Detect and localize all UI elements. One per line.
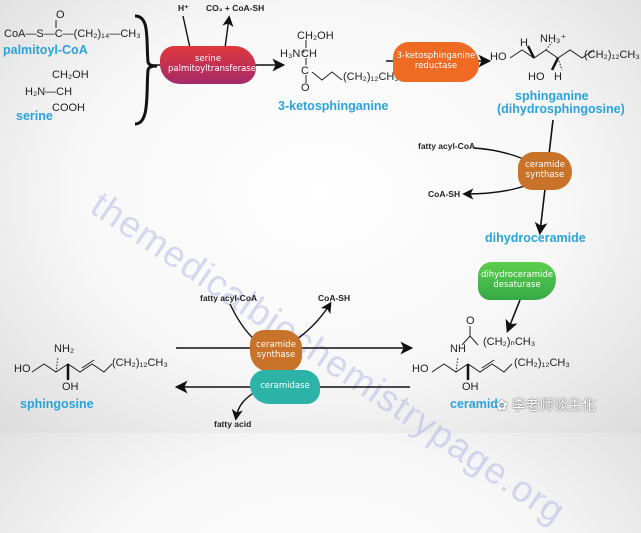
serine-h2n: H₂N—CH bbox=[25, 86, 73, 98]
ceramide-nh: NH bbox=[450, 343, 466, 355]
keto-c: C bbox=[301, 65, 309, 77]
keto-ch2oh: CH₂OH bbox=[297, 30, 334, 42]
step1-products: CO₂ + CoA-SH bbox=[206, 3, 265, 13]
dihydrosphingosine-label: (dihydrosphingosine) bbox=[497, 102, 625, 116]
sphinganine-ho: HO bbox=[490, 51, 507, 63]
arrow-step4 bbox=[505, 299, 521, 333]
sphingosine-oh: OH bbox=[62, 381, 79, 393]
sphinganine-oh: HO bbox=[528, 71, 545, 83]
ketosphinganine-reductase-enzyme: 3-ketosphinganine reductase bbox=[393, 42, 479, 82]
sphinganine-h: H bbox=[520, 37, 528, 49]
enzyme-label: ceramide synthase bbox=[525, 160, 565, 180]
brace bbox=[134, 14, 158, 126]
keto-o: O bbox=[301, 82, 310, 94]
ceramide-o: O bbox=[466, 315, 475, 327]
h-plus: H⁺ bbox=[178, 3, 189, 13]
dihydroceramide-desaturase-enzyme: dihydroceramide desaturase bbox=[478, 262, 556, 300]
step5-coa-sh: CoA-SH bbox=[318, 293, 351, 303]
enzyme-label: dihydroceramide desaturase bbox=[481, 270, 553, 290]
step5-fatty-acyl-coa: fatty acyl-CoA bbox=[200, 293, 258, 303]
serine-cooh: COOH bbox=[52, 102, 85, 114]
sphinganine-nh3: NH₃⁺ bbox=[540, 33, 567, 45]
step3-fatty-acyl-coa: fatty acyl-CoA bbox=[418, 141, 476, 151]
ceramide-label: ceramide bbox=[450, 397, 505, 411]
serine-ch2oh: CH₂OH bbox=[52, 69, 89, 81]
fatty-acid-product: fatty acid bbox=[214, 419, 252, 429]
keto-chain: (CH₂)₁₂CH₃ bbox=[343, 71, 399, 83]
sphinganine-h2: H bbox=[554, 71, 562, 83]
palmitoyl-coa-formula: CoA—S—C—(CH₂)₁₄—CH₃ bbox=[4, 28, 141, 40]
serine-label: serine bbox=[16, 109, 53, 123]
wechat-watermark-logo: ✿李老师谈生化 bbox=[496, 395, 596, 415]
ceramide-oh: OH bbox=[462, 381, 479, 393]
enzyme-label: serine palmitoyltransferase bbox=[168, 54, 256, 74]
serine-palmitoyltransferase-enzyme: serine palmitoyltransferase bbox=[160, 46, 256, 84]
palmitoyl-coa-label: palmitoyl-CoA bbox=[3, 43, 88, 57]
sphingosine-chain: (CH₂)₁₂CH₃ bbox=[112, 357, 168, 369]
wechat-icon: ✿ bbox=[496, 396, 508, 413]
ceramidase-enzyme: ceramidase bbox=[250, 370, 320, 404]
sphingosine-label: sphingosine bbox=[20, 397, 94, 411]
carbonyl-oxygen: O bbox=[56, 9, 65, 21]
ceramide-ho: HO bbox=[412, 363, 429, 375]
dihydroceramide-label: dihydroceramide bbox=[485, 231, 586, 245]
step3-coa-sh: CoA-SH bbox=[428, 189, 461, 199]
enzyme-label: ceramidase bbox=[260, 381, 310, 392]
sphinganine-chain: (CH₂)₁₂CH₃ bbox=[584, 49, 640, 61]
ceramide-chain: (CH₂)₁₂CH₃ bbox=[514, 357, 570, 369]
sphingosine-ho: HO bbox=[14, 363, 31, 375]
keto-h3n: H₃N⁺ bbox=[280, 48, 307, 60]
enzyme-label: 3-ketosphinganine reductase bbox=[396, 51, 476, 71]
sphingosine-nh2: NH₂ bbox=[54, 343, 75, 355]
ceramide-synthase-enzyme-2: ceramide synthase bbox=[250, 330, 302, 372]
ceramide-synthase-enzyme-1: ceramide synthase bbox=[518, 152, 572, 190]
ketosphinganine-label: 3-ketosphinganine bbox=[278, 99, 389, 113]
ceramide-acyl: (CH₂)ₙCH₃ bbox=[483, 336, 536, 348]
logo-text: 李老师谈生化 bbox=[511, 397, 596, 413]
enzyme-label: ceramide synthase bbox=[256, 340, 296, 360]
sphinganine-label: sphinganine bbox=[515, 89, 589, 103]
keto-ch: CH bbox=[301, 48, 317, 60]
